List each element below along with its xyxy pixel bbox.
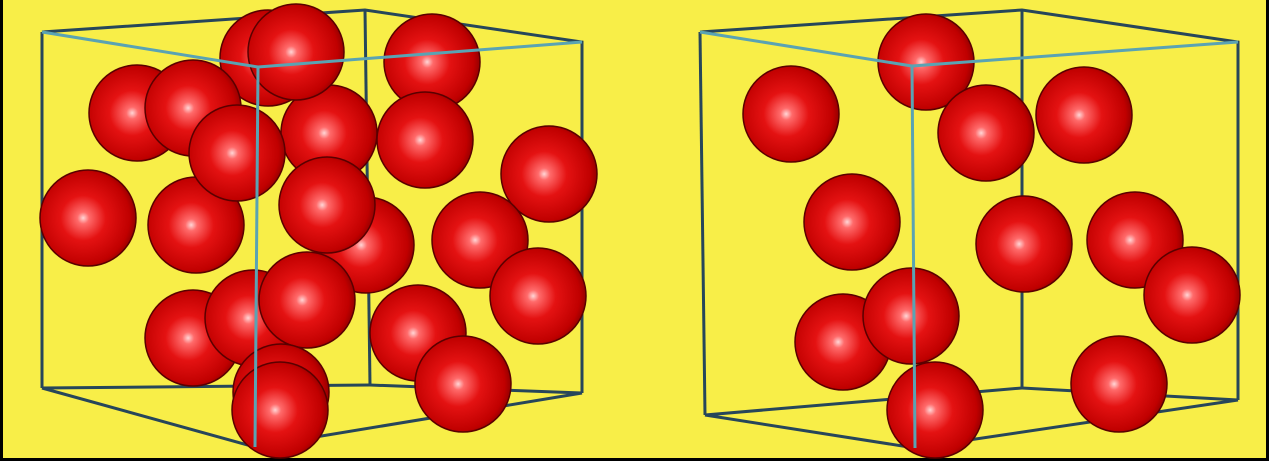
left-sphere-group	[39, 3, 598, 459]
left-sphere	[231, 361, 329, 459]
left-box-panel	[39, 3, 598, 459]
right-sphere-group	[742, 13, 1241, 459]
left-sphere	[376, 91, 474, 189]
right-sphere	[975, 195, 1073, 293]
left-sphere	[414, 335, 512, 433]
left-sphere	[188, 104, 286, 202]
right-sphere	[803, 173, 901, 271]
right-sphere	[1143, 246, 1241, 344]
left-sphere	[247, 3, 345, 101]
left-sphere	[258, 251, 356, 349]
left-sphere	[500, 125, 598, 223]
right-sphere	[742, 65, 840, 163]
right-sphere	[862, 267, 960, 365]
left-sphere	[489, 247, 587, 345]
right-box-panel	[698, 8, 1241, 459]
left-sphere	[278, 156, 376, 254]
right-box-front-edges	[699, 30, 1239, 449]
left-sphere	[39, 169, 137, 267]
right-sphere	[937, 84, 1035, 182]
left-box-front-edges	[41, 30, 583, 448]
right-sphere	[1070, 335, 1168, 433]
right-sphere	[1035, 66, 1133, 164]
right-box-back-edges	[698, 8, 1240, 450]
right-sphere	[886, 361, 984, 459]
